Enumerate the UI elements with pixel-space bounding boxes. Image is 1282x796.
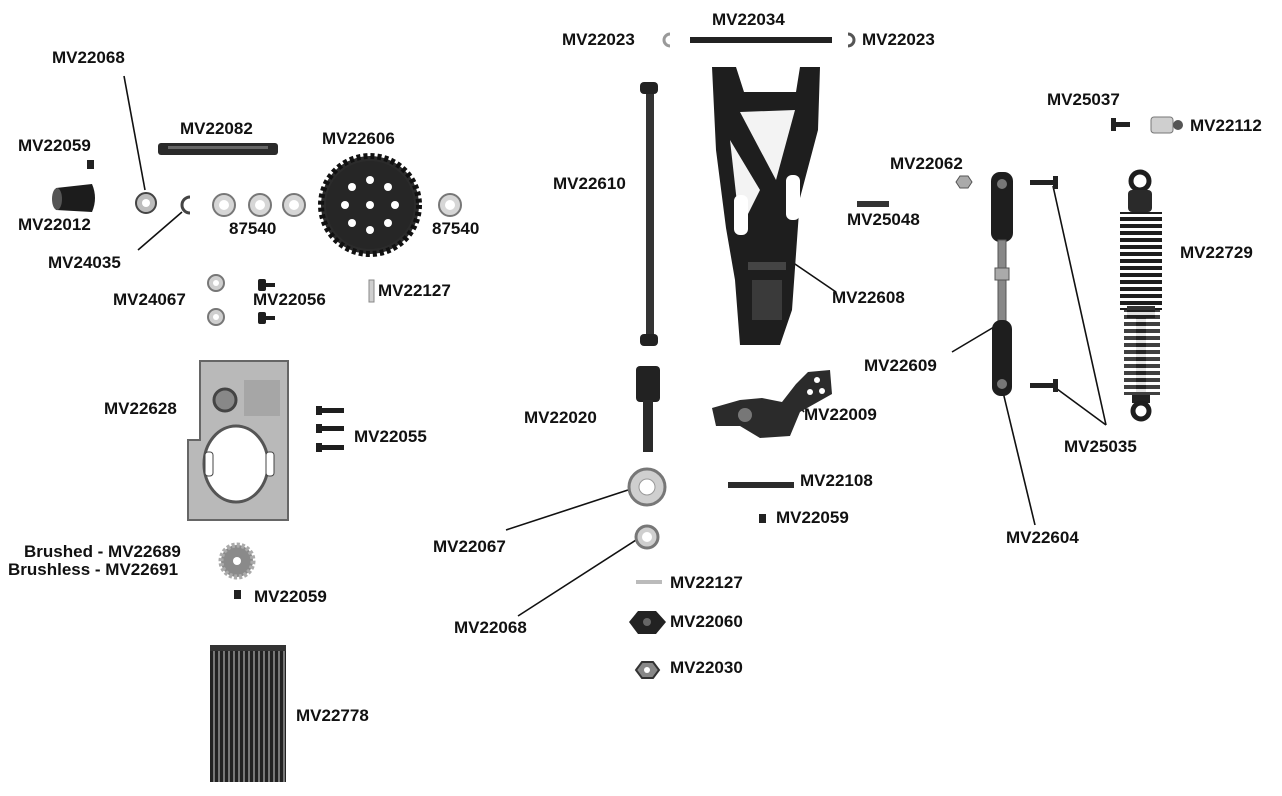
- label-87540-right: 87540: [432, 219, 480, 238]
- label-mv22778: MV22778: [296, 706, 369, 725]
- label-brushed-pinion: Brushed - MV22689: [24, 542, 181, 561]
- label-mv22059-center: MV22059: [776, 508, 849, 527]
- label-brushless-pinion: Brushless - MV22691: [8, 560, 179, 579]
- leader-lines: [123, 75, 1107, 617]
- label-mv22112: MV22112: [1190, 116, 1262, 135]
- label-mv22067: MV22067: [433, 537, 506, 556]
- label-mv22055: MV22055: [354, 427, 427, 446]
- label-mv24067: MV24067: [113, 290, 186, 309]
- left-assembly: [52, 143, 462, 782]
- rod-end-lower-part: [992, 320, 1012, 396]
- label-mv22729: MV22729: [1180, 243, 1253, 262]
- coupler-part: [56, 184, 95, 212]
- label-mv22060: MV22060: [670, 612, 743, 631]
- hub-carrier-part: [712, 370, 832, 438]
- label-mv22009: MV22009: [804, 405, 877, 424]
- label-mv22056: MV22056: [253, 290, 326, 309]
- label-mv22012: MV22012: [18, 215, 91, 234]
- label-mv22023-right: MV22023: [862, 30, 935, 49]
- grub-screw-part: [87, 160, 94, 169]
- label-mv22082: MV22082: [180, 119, 253, 138]
- rod-end-upper-part: [991, 172, 1013, 242]
- label-mv22108: MV22108: [800, 471, 873, 490]
- heatsink-part: [210, 647, 286, 782]
- right-assembly: [955, 116, 1183, 422]
- label-mv22034: MV22034: [712, 10, 785, 29]
- label-mv22127-left: MV22127: [378, 281, 451, 300]
- label-mv22610: MV22610: [553, 174, 626, 193]
- label-mv22068-upper: MV22068: [52, 48, 125, 67]
- label-mv22059-upper: MV22059: [18, 136, 91, 155]
- e-clip-part: [180, 195, 191, 215]
- label-mv25037: MV25037: [1047, 90, 1120, 109]
- label-mv22023-left: MV22023: [562, 30, 635, 49]
- turnbuckle-part: [997, 239, 1007, 326]
- label-mv22127-center: MV22127: [670, 573, 743, 592]
- label-mv25035: MV25035: [1064, 437, 1137, 456]
- label-87540-left: 87540: [229, 219, 277, 238]
- label-mv22628: MV22628: [104, 399, 177, 418]
- center-assembly: [627, 32, 889, 679]
- dogbone-part: [646, 86, 654, 344]
- suspension-arm-part: [712, 67, 820, 345]
- label-mv22030: MV22030: [670, 658, 743, 677]
- label-mv22606: MV22606: [322, 129, 395, 148]
- label-mv25048: MV25048: [847, 210, 920, 229]
- label-mv22062: MV22062: [890, 154, 963, 173]
- hinge-pin-part: [690, 37, 832, 43]
- axle-part: [636, 366, 660, 402]
- label-mv24035: MV24035: [48, 253, 121, 272]
- label-mv22604: MV22604: [1006, 528, 1079, 547]
- label-mv22068-lower: MV22068: [454, 618, 527, 637]
- label-mv22020: MV22020: [524, 408, 597, 427]
- screw-pair-part: [258, 279, 275, 324]
- label-mv22609: MV22609: [864, 356, 937, 375]
- shock-absorber-part: [1120, 169, 1162, 422]
- label-mv22608: MV22608: [832, 288, 905, 307]
- label-mv22059-lower-left: MV22059: [254, 587, 327, 606]
